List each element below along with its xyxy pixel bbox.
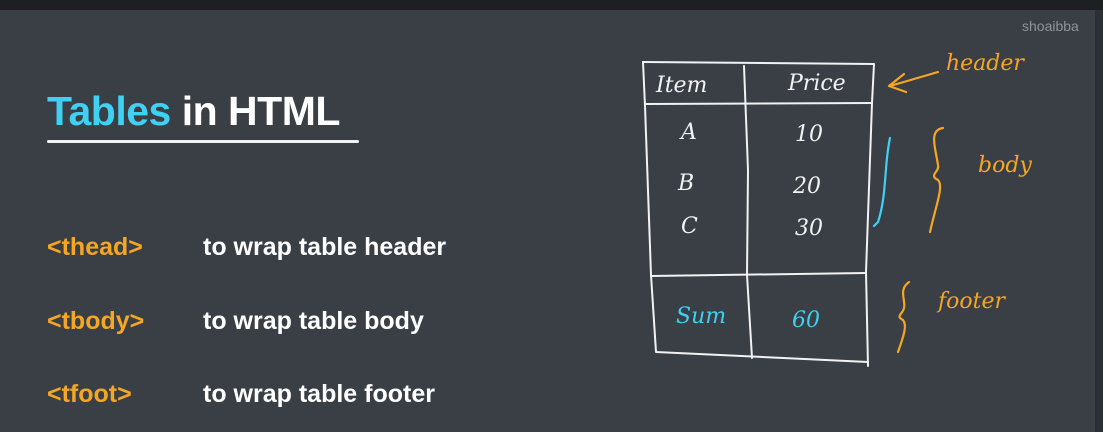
tag-description: to wrap table footer — [203, 380, 435, 408]
arrow-head-icon — [887, 72, 908, 94]
tag-row-tbody: <tbody> to wrap table body — [47, 307, 547, 343]
sketch-footer-value: 60 — [792, 308, 820, 333]
window-top-bar — [0, 0, 1103, 10]
tag-description: to wrap table body — [203, 307, 424, 335]
header-divider — [644, 102, 873, 105]
title-underline — [47, 140, 359, 143]
tag-name: <tfoot> — [47, 380, 132, 408]
sketch-cell: B — [677, 171, 694, 196]
sketch-cell: 10 — [795, 122, 823, 147]
slide-title: Tables in HTML — [47, 88, 340, 135]
arrow-left-icon — [888, 70, 940, 88]
body-label: body — [978, 153, 1032, 178]
sketch-cell: A — [679, 120, 697, 145]
sketch-footer-label: Sum — [676, 304, 726, 329]
footer-label: footer — [936, 289, 1006, 314]
tag-row-tfoot: <tfoot> to wrap table footer — [47, 380, 547, 416]
tag-name: <tbody> — [47, 307, 145, 335]
body-bracket-icon — [872, 136, 892, 228]
sketch-header-item: Item — [655, 73, 707, 98]
sketch-header-price: Price — [787, 71, 846, 96]
slide-title-accent: Tables — [47, 88, 171, 134]
body-brace-icon — [928, 126, 945, 234]
tag-description: to wrap table header — [203, 233, 447, 261]
table-sketch-footer: Sum 60 — [676, 304, 820, 333]
slide-title-rest: in HTML — [170, 88, 341, 134]
table-sketch-cells: Item Price A 10 B 20 C 30 — [655, 71, 846, 241]
tag-row-thead: <thead> to wrap table header — [47, 233, 547, 269]
table-sketch-lines — [642, 61, 875, 367]
right-edge-strip — [1095, 10, 1103, 432]
header-annotation — [887, 70, 940, 94]
watermark: shoaibba — [1022, 18, 1079, 34]
header-label: header — [946, 51, 1025, 76]
footer-brace-icon — [896, 280, 911, 354]
sketch-cell: C — [681, 214, 698, 239]
footer-divider — [650, 272, 867, 277]
tag-name: <thead> — [47, 233, 143, 261]
column-divider — [743, 65, 753, 359]
sketch-cell: 30 — [795, 216, 823, 241]
sketch-cell: 20 — [792, 174, 821, 199]
